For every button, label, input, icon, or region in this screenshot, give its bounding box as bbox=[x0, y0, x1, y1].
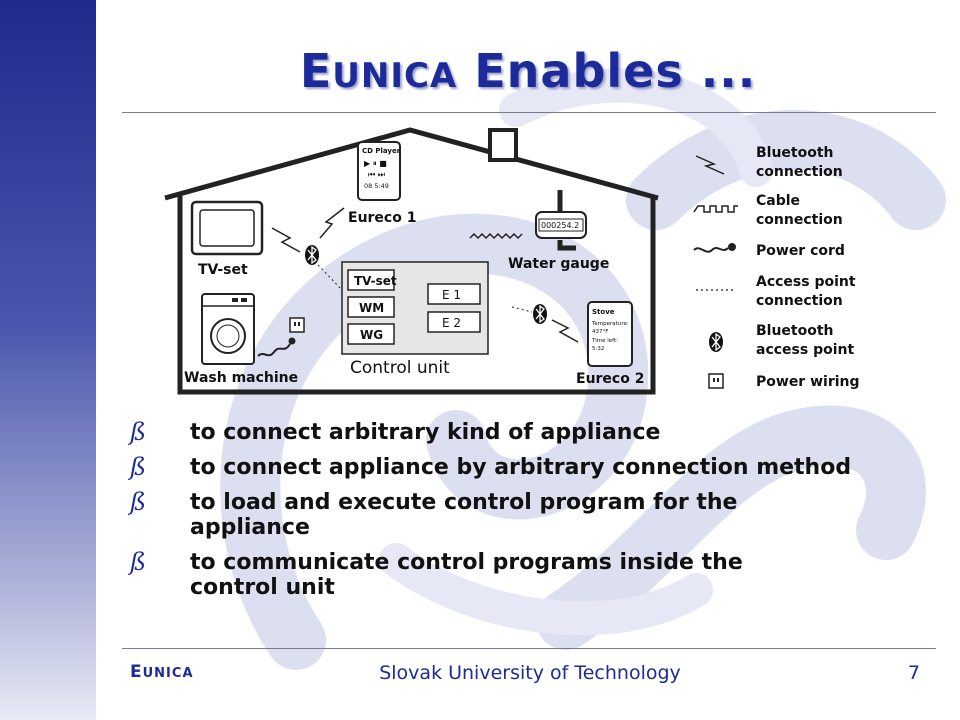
bullet-marker-icon: ß bbox=[130, 453, 147, 481]
bullet-list: ß to connect arbitrary kind of appliance… bbox=[130, 420, 950, 610]
bullet-item: ß to communicate control programs inside… bbox=[130, 548, 950, 601]
legend-item-5-line1: Bluetooth bbox=[756, 323, 834, 339]
power-plug bbox=[288, 337, 296, 345]
page-number: 7 bbox=[907, 662, 920, 684]
legend-item-6-line1: Power wiring bbox=[756, 374, 860, 390]
bullet-item: ß to connect arbitrary kind of appliance bbox=[130, 418, 950, 446]
diagram-legend: Bluetooth connection Cable connection Po… bbox=[693, 145, 860, 390]
cu-slot-wm: WM bbox=[359, 301, 384, 315]
cable-link-gauge bbox=[469, 232, 523, 240]
footer-divider bbox=[122, 648, 936, 649]
wash-machine-label: Wash machine bbox=[184, 370, 298, 386]
home-network-diagram: TV-set CD Player ▶ ⏸ ■ ⏮ ⏭ 08 5:49 Eurec… bbox=[164, 127, 860, 395]
title-first-letter: E bbox=[299, 44, 333, 98]
cd-player-device: CD Player ▶ ⏸ ■ ⏮ ⏭ 08 5:49 bbox=[357, 141, 401, 201]
footer-brand-rest: UNICA bbox=[142, 666, 194, 681]
water-gauge-icon: 000254.2 bbox=[535, 190, 587, 251]
bullet-text: to communicate control programs inside t… bbox=[190, 550, 743, 600]
access-point-link bbox=[317, 264, 345, 293]
cu-engine-e2: E 2 bbox=[442, 316, 461, 330]
legend-item-3-line1: Power cord bbox=[756, 243, 845, 259]
bluetooth-access-point-icon-2 bbox=[533, 304, 547, 324]
wash-machine-icon bbox=[201, 293, 255, 365]
eureco1-label: Eureco 1 bbox=[348, 210, 416, 226]
sidebar-gradient bbox=[0, 0, 96, 720]
cable-connection-icon bbox=[693, 205, 738, 213]
legend-item-1-line2: connection bbox=[756, 164, 843, 180]
tv-label: TV-set bbox=[198, 262, 248, 278]
footer-brand-first: E bbox=[130, 662, 143, 682]
bluetooth-link-stove bbox=[551, 319, 579, 343]
access-point-link-2 bbox=[511, 306, 533, 313]
title-small-caps: UNICA bbox=[332, 56, 458, 96]
bluetooth-access-point-icon bbox=[305, 245, 319, 265]
eureco2-label: Eureco 2 bbox=[576, 371, 644, 387]
legend-item-4-line1: Access point bbox=[756, 274, 856, 290]
bullet-text: to connect arbitrary kind of appliance bbox=[190, 420, 661, 445]
cu-engine-e1: E 1 bbox=[442, 288, 461, 302]
control-unit-box bbox=[341, 261, 489, 355]
stove-temp-label: Temperature: bbox=[591, 321, 629, 327]
legend-item-1-line1: Bluetooth bbox=[756, 145, 834, 161]
bullet-item: ß to connect appliance by arbitrary conn… bbox=[130, 453, 950, 481]
page-title: EUNICA Enables ... bbox=[96, 44, 960, 98]
legend-item-4-line2: connection bbox=[756, 293, 843, 309]
bluetooth-connection-icon bbox=[695, 155, 725, 175]
cu-slot-tv: TV-set bbox=[354, 274, 397, 288]
bullet-item: ß to load and execute control program fo… bbox=[130, 488, 950, 541]
water-gauge-reading: 000254.2 bbox=[541, 221, 579, 230]
cd-player-controls: ▶ ⏸ ■ bbox=[364, 159, 387, 168]
stove-time-value: 5:32 bbox=[592, 346, 604, 352]
title-divider bbox=[122, 112, 936, 113]
bullet-marker-icon: ß bbox=[130, 418, 147, 446]
cu-slot-wg: WG bbox=[360, 328, 383, 342]
cd-player-skip: ⏮ ⏭ bbox=[368, 170, 385, 179]
bullet-marker-icon: ß bbox=[130, 548, 147, 576]
power-wiring-icon bbox=[289, 317, 305, 333]
stove-title: Stove bbox=[592, 308, 615, 316]
legend-item-2-line2: connection bbox=[756, 212, 843, 228]
stove-temp-value: 437°F bbox=[592, 329, 608, 335]
legend-item-2-line1: Cable bbox=[756, 193, 800, 209]
footer-brand: EUNICA bbox=[130, 662, 194, 682]
stove-device: Stove Temperature: 437°F Time left: 5:32 bbox=[587, 301, 633, 367]
legend-item-5-line2: access point bbox=[756, 342, 854, 358]
bluetooth-link-tv bbox=[271, 207, 345, 253]
bullet-marker-icon: ß bbox=[130, 488, 147, 516]
power-cord-icon bbox=[693, 243, 736, 253]
stove-time-label: Time left: bbox=[591, 338, 618, 344]
cd-player-time: 08 5:49 bbox=[364, 182, 389, 190]
bluetooth-access-point-legend-icon bbox=[709, 332, 723, 352]
tv-set-icon bbox=[190, 200, 264, 256]
house-outline bbox=[164, 127, 659, 395]
bullet-text: to load and execute control program for … bbox=[190, 490, 738, 540]
footer-institution: Slovak University of Technology bbox=[379, 662, 681, 684]
title-rest: Enables ... bbox=[457, 44, 757, 98]
cd-player-title: CD Player bbox=[362, 147, 401, 155]
power-cord-washer bbox=[257, 343, 291, 357]
power-wiring-legend-icon bbox=[708, 373, 724, 389]
water-gauge-label: Water gauge bbox=[508, 256, 609, 272]
bullet-text: to connect appliance by arbitrary connec… bbox=[190, 455, 852, 480]
background-swirl-watermark bbox=[220, 68, 946, 670]
control-unit-label: Control unit bbox=[350, 358, 450, 378]
